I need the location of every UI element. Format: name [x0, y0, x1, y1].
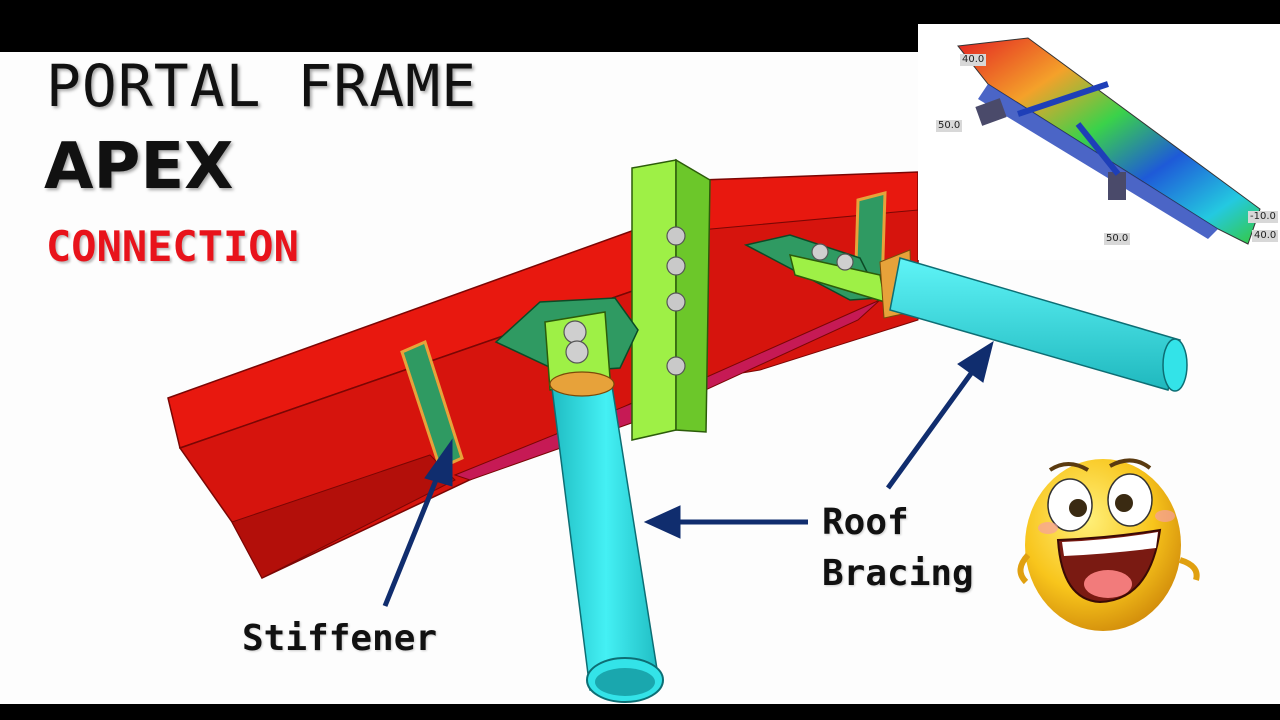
- bolt-icon: [666, 226, 686, 376]
- roof-bracing-tube-lower: [549, 371, 664, 703]
- roof-bracing-label-line1: Roof: [822, 502, 909, 543]
- dimension-label: 50.0: [936, 120, 963, 132]
- arrow-icon: [382, 340, 994, 607]
- stiffener-label: Stiffener: [242, 618, 438, 659]
- bracing-gusset-left: [494, 297, 639, 391]
- title-line-connection: CONNECTION: [46, 222, 299, 271]
- title-line-portal-frame: PORTAL FRAME: [46, 52, 478, 120]
- fea-stress-plot: [957, 37, 1261, 245]
- dimension-label: 50.0: [1104, 233, 1131, 245]
- smiley-emoji-icon: [1017, 458, 1200, 631]
- dimension-label: 40.0: [960, 54, 987, 66]
- apex-end-plate: [631, 158, 711, 441]
- apex-connection-drawing: [167, 158, 1200, 703]
- title-line-apex: APEX: [44, 130, 234, 204]
- fea-inset-render: 40.0 50.0 -10.0 40.0 50.0: [918, 24, 1280, 260]
- roof-bracing-label-line2: Bracing: [822, 553, 974, 594]
- dimension-label: 40.0: [1252, 230, 1279, 242]
- roof-bracing-tube-right: [889, 257, 1188, 392]
- dimension-label: -10.0: [1248, 211, 1278, 223]
